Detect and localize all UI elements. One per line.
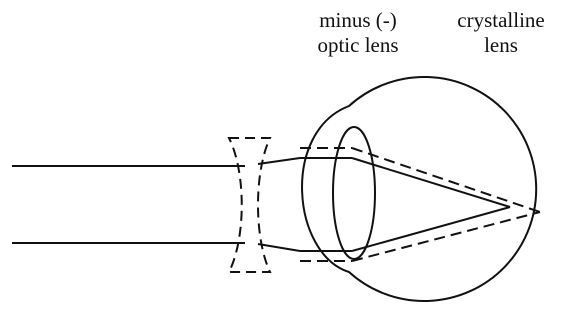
eyeball-outline	[301, 76, 538, 302]
corrected-ray-group	[300, 147, 541, 262]
crystalline-lens	[332, 126, 376, 260]
corrected-ray-bottom-inner	[351, 211, 541, 262]
minus-optic-lens-label-line-2: optic lens	[317, 33, 399, 57]
crystalline-lens-label-line-1: crystalline	[457, 8, 545, 32]
minus-optic-lens-label: minus (-) optic lens	[296, 8, 420, 58]
diverged-ray-bottom-segment	[257, 243, 301, 252]
crystalline-lens-label: crystalline lens	[440, 8, 562, 58]
corrected-ray-top-inner	[351, 147, 541, 213]
minus-optic-lens	[227, 137, 272, 273]
minus-optic-lens-label-line-1: minus (-)	[319, 8, 397, 32]
diverged-ray-top-segment	[257, 157, 301, 165]
uncorrected-ray-bottom-inner	[351, 206, 511, 252]
crystalline-lens-label-line-2: lens	[484, 33, 518, 57]
uncorrected-ray-top-inner	[351, 157, 511, 208]
